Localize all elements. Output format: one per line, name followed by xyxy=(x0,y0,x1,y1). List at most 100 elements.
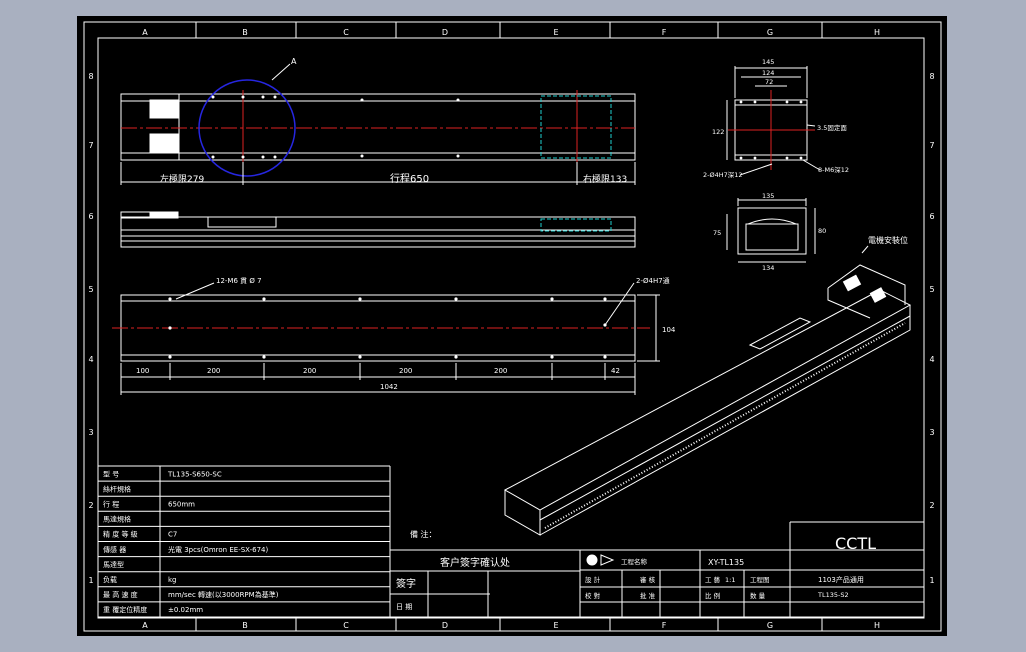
dim-135: 135 xyxy=(762,192,774,200)
callout-letter: A xyxy=(291,57,297,66)
dim-total: 1042 xyxy=(380,383,398,391)
grid-row-right: 4 xyxy=(929,355,934,364)
row2-c3: 比 例 xyxy=(705,591,720,600)
grid-row-right: 2 xyxy=(929,501,934,510)
bottom-view xyxy=(112,282,660,395)
bottom-view-holes xyxy=(168,297,607,359)
grid-col-bottom: H xyxy=(874,621,880,630)
grid-row-right: 3 xyxy=(929,428,934,437)
end-top-dims: 145 124 72 122 3.5固定面 2-Ø4H7深12 8-M6深12 xyxy=(703,58,849,179)
row1-c5: 工程图 xyxy=(750,575,770,584)
top-view xyxy=(120,63,636,185)
grid-row-left: 3 xyxy=(88,428,93,437)
param-value: TL135-S650-SC xyxy=(167,470,222,478)
param-label: 馬達規格 xyxy=(103,515,131,524)
note-pin-holes: 2-Ø4H7深12 xyxy=(703,170,743,179)
row1-c1: 設 計 xyxy=(585,575,601,584)
detail-circle xyxy=(198,79,296,177)
grid-row-right: 1 xyxy=(929,576,934,585)
grid-col-bottom: G xyxy=(767,621,773,630)
grid-col-bottom: F xyxy=(662,621,667,630)
title-block xyxy=(389,521,925,618)
grid-col-top: F xyxy=(662,28,667,37)
product-model: XY-TL135 xyxy=(708,558,744,567)
grid-col-top: C xyxy=(343,28,349,37)
end-view-top xyxy=(726,66,821,176)
left-limit-dim: 左極限279 xyxy=(160,173,204,185)
row2-c1: 校 對 xyxy=(585,591,601,600)
project-label: 工程名称 xyxy=(621,557,648,566)
grid-row-right: 6 xyxy=(929,212,934,221)
end-view-bottom xyxy=(726,198,816,263)
hole-note-left: 12-M6 貫 Ø 7 xyxy=(216,277,262,285)
remarks-label: 備 注： xyxy=(410,529,437,539)
end-bottom-dims: 135 75 134 80 xyxy=(713,192,826,272)
grid-col-top: G xyxy=(767,28,773,37)
param-label: 馬達型 xyxy=(103,560,124,569)
stroke-dim: 行程650 xyxy=(390,172,429,185)
dim-145: 145 xyxy=(762,58,774,66)
param-value: ±0.02mm xyxy=(168,606,203,614)
param-label: 絲杆規格 xyxy=(103,484,131,493)
drawing-number: TL135-S2 xyxy=(817,591,849,599)
param-label: 傳感 器 xyxy=(103,545,126,554)
dim-200a: 200 xyxy=(207,367,220,375)
row2-c5: 数 量 xyxy=(750,591,766,600)
param-value: 650mm xyxy=(168,500,195,508)
grid-col-bottom: B xyxy=(242,621,248,630)
top-view-holes xyxy=(211,95,460,159)
date-label: 日 期 xyxy=(396,603,412,611)
end-view-top-holes xyxy=(739,100,803,160)
dim-122: 122 xyxy=(712,128,724,136)
sign-label: 簽字 xyxy=(396,577,416,590)
drawing-title: 1103产品通用 xyxy=(818,575,864,584)
isometric-hatch xyxy=(544,322,906,529)
dim-height: 104 xyxy=(662,326,676,334)
bottom-dims: 100 200 200 200 200 200 42 1042 104 xyxy=(136,326,676,391)
grid-col-bottom: A xyxy=(142,621,148,630)
grid-col-bottom: C xyxy=(343,621,349,630)
drawing-canvas xyxy=(77,16,947,636)
dim-80: 80 xyxy=(818,227,826,235)
row1-c4: 1:1 xyxy=(725,576,735,584)
param-label: 型 号 xyxy=(103,469,119,478)
param-label: 重 覆定位精度 xyxy=(103,605,147,614)
param-value: 光電 3pcs(Omron EE-SX-674) xyxy=(168,545,268,554)
dim-200d: 200 xyxy=(494,367,507,375)
dim-42: 42 xyxy=(611,367,620,375)
client-confirm: 客户簽字確认处 xyxy=(440,556,510,569)
grid-row-left: 5 xyxy=(88,285,93,294)
side-view xyxy=(120,211,636,248)
motor-mount-note: 電機安裝位 xyxy=(868,235,908,245)
grid-col-bottom: E xyxy=(553,621,558,630)
grid-row-left: 1 xyxy=(88,576,93,585)
grid-row-right: 5 xyxy=(929,285,934,294)
dim-124: 124 xyxy=(762,69,774,77)
inner-frame xyxy=(97,37,925,619)
param-label: 精 度 等 級 xyxy=(103,530,138,539)
note-fixed-face: 3.5固定面 xyxy=(817,123,847,132)
param-value: mm/sec 轉速(以3000RPM為基準) xyxy=(168,590,279,599)
grid-row-left: 6 xyxy=(88,212,93,221)
grid-row-left: 8 xyxy=(88,72,93,81)
dim-75: 75 xyxy=(713,229,721,237)
dim-200c: 200 xyxy=(399,367,412,375)
grid-col-top: B xyxy=(242,28,248,37)
grid-col-top: H xyxy=(874,28,880,37)
isometric-view xyxy=(503,245,912,536)
outer-frame xyxy=(83,21,942,632)
grid-col-top: E xyxy=(553,28,558,37)
title-block-grid-text: 設 計 審 核 工 藝 1:1 工程图 校 對 批 准 比 例 数 量 xyxy=(585,575,770,600)
param-label: 最 高 速 度 xyxy=(103,590,138,599)
grid-col-bottom: D xyxy=(442,621,448,630)
row1-c3: 工 藝 xyxy=(705,575,721,584)
company-name: CCTL xyxy=(835,534,876,553)
grid-row-right: 7 xyxy=(929,141,934,150)
grid-row-left: 2 xyxy=(88,501,93,510)
note-tapped-holes: 8-M6深12 xyxy=(818,165,849,174)
row1-c2: 審 核 xyxy=(640,575,656,584)
hole-note-right: 2-Ø4H7通 xyxy=(636,276,670,285)
